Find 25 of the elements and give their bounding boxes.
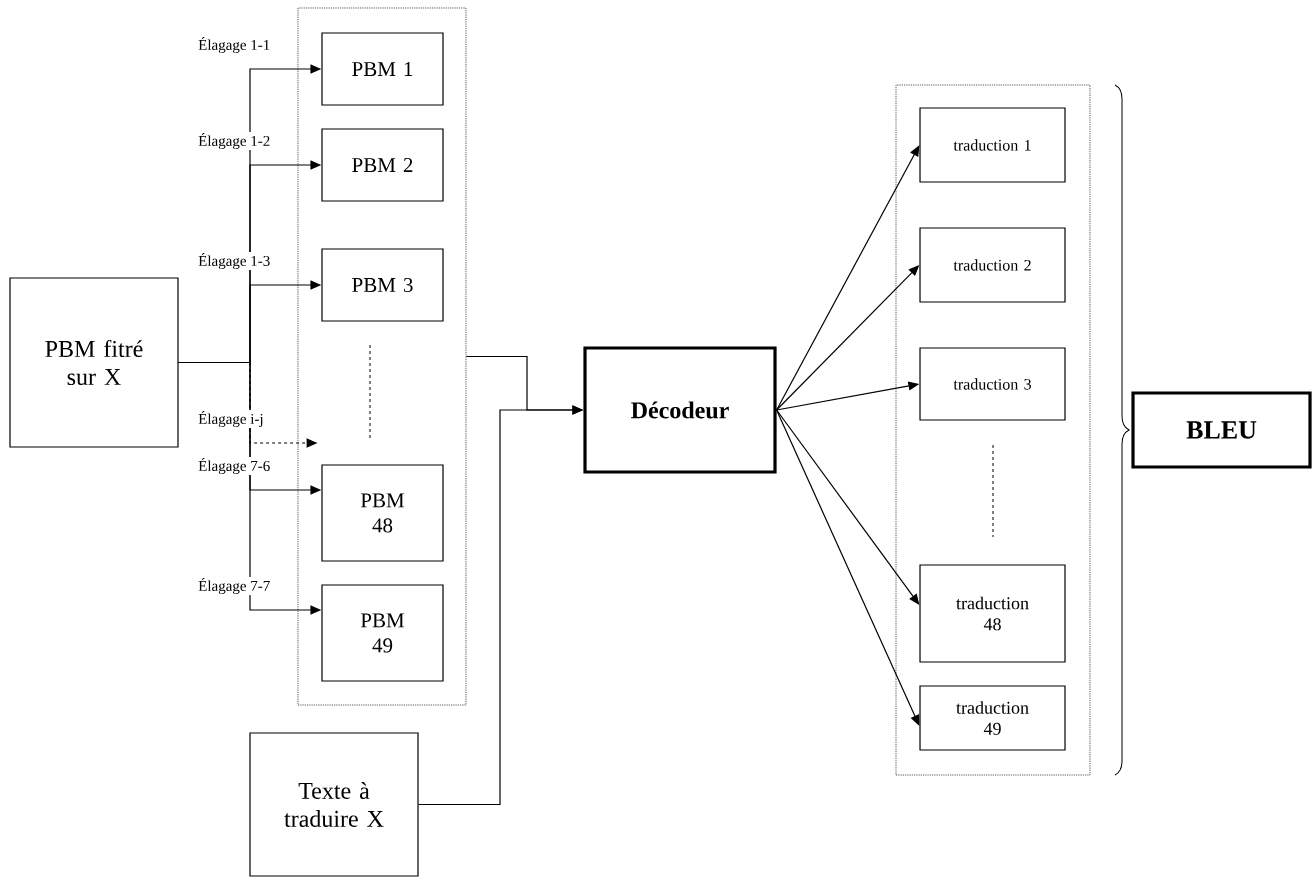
process-box: PBM 3 xyxy=(321,248,444,322)
edge-label: Élagage 1-2 xyxy=(197,131,272,151)
group-frame xyxy=(895,84,1091,776)
process-box: traduction 1 xyxy=(919,107,1066,183)
process-box: Décodeur xyxy=(583,346,777,474)
process-box: Texte à traduire X xyxy=(249,732,419,877)
process-box: PBM fitré sur X xyxy=(9,277,179,448)
process-box: traduction 49 xyxy=(919,685,1066,751)
process-box: PBM 49 xyxy=(321,584,444,682)
process-box: BLEU xyxy=(1131,391,1312,469)
arrow xyxy=(776,145,920,411)
edge-label: Élagage i-j xyxy=(197,409,265,429)
arrow xyxy=(776,409,920,605)
edge-label: Élagage 1-3 xyxy=(197,251,272,271)
process-box: traduction 3 xyxy=(919,347,1066,421)
process-box: PBM 48 xyxy=(321,464,444,562)
edge-label: Élagage 7-7 xyxy=(197,576,272,596)
process-box: PBM 1 xyxy=(321,32,444,106)
edge-label: Élagage 1-1 xyxy=(197,35,272,55)
process-box: traduction 48 xyxy=(919,564,1066,663)
arrow xyxy=(776,409,920,726)
edge-label: Élagage 7-6 xyxy=(197,456,272,476)
process-box: traduction 2 xyxy=(919,227,1066,303)
group-frame xyxy=(297,7,467,706)
process-box: PBM 2 xyxy=(321,128,444,202)
